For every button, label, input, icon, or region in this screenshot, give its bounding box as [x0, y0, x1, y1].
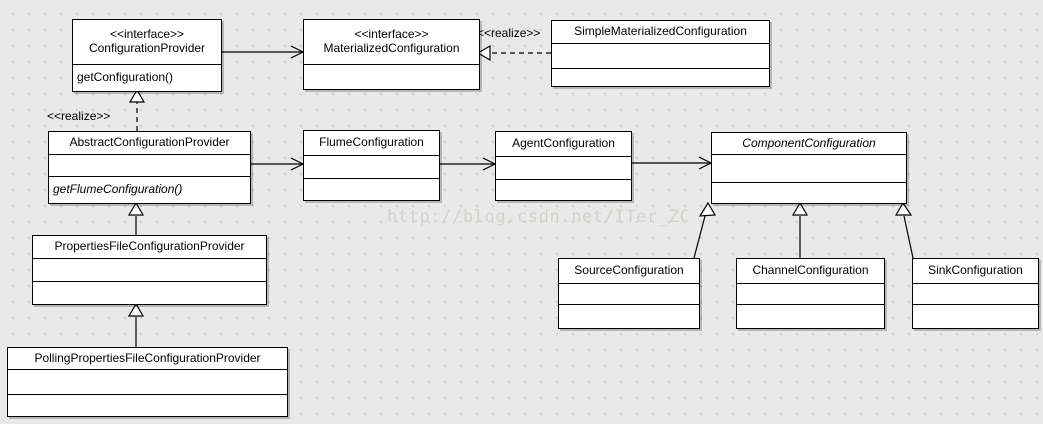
empty-compartment [913, 304, 1038, 328]
class-name: ChannelConfiguration [752, 263, 869, 278]
empty-compartment [496, 179, 631, 200]
class-box-flume-configuration: FlumeConfiguration [303, 130, 440, 201]
class-box-configuration-provider: <<interface>> ConfigurationProvider getC… [72, 19, 222, 92]
empty-compartment [33, 281, 266, 304]
empty-compartment [559, 283, 699, 304]
edge-generalization-sourceconfiguration-componentconfiguration [693, 215, 706, 259]
class-box-component-configuration: ComponentConfiguration [711, 132, 907, 204]
class-name: AgentConfiguration [512, 136, 615, 151]
realize-label-right: <<realize>> [477, 26, 541, 40]
class-name: ComponentConfiguration [742, 135, 876, 150]
hollow-triangle-icon [894, 201, 913, 216]
hollow-triangle-icon [476, 44, 491, 62]
empty-compartment [552, 43, 769, 68]
class-name: MaterializedConfiguration [323, 41, 460, 55]
empty-compartment [304, 155, 439, 178]
class-box-abstract-configuration-provider: AbstractConfigurationProvider getFlumeCo… [48, 131, 251, 204]
empty-compartment [49, 154, 250, 176]
class-box-simple-materialized-configuration: SimpleMaterializedConfiguration [551, 20, 770, 87]
class-name: SourceConfiguration [574, 263, 684, 278]
hollow-triangle-icon [128, 88, 146, 103]
hollow-triangle-icon [127, 302, 145, 317]
watermark-text: http://blog.csdn.net/ITer_ZC [387, 207, 691, 227]
method-label: getConfiguration() [73, 64, 221, 91]
class-header: <<interface>> ConfigurationProvider [73, 20, 221, 64]
class-box-sink-configuration: SinkConfiguration [912, 258, 1039, 329]
hollow-triangle-icon [127, 201, 145, 216]
empty-compartment [559, 304, 699, 328]
hollow-triangle-icon [791, 201, 809, 216]
class-name: ConfigurationProvider [88, 41, 206, 55]
class-name: PollingPropertiesFileConfigurationProvid… [34, 350, 261, 365]
empty-compartment [8, 369, 287, 394]
class-box-materialized-configuration: <<interface>> MaterializedConfiguration [303, 19, 480, 90]
empty-compartment [33, 258, 266, 281]
class-box-channel-configuration: ChannelConfiguration [736, 258, 885, 329]
class-name: SinkConfiguration [928, 263, 1023, 278]
class-name: PropertiesFileConfigurationProvider [54, 239, 245, 254]
empty-compartment [8, 394, 287, 416]
empty-compartment [913, 283, 1038, 304]
method-label: getFlumeConfiguration() [49, 176, 250, 203]
class-name: SimpleMaterializedConfiguration [574, 24, 747, 39]
edge-generalization-sinkconfiguration-componentconfiguration [903, 215, 914, 259]
class-name: FlumeConfiguration [319, 135, 424, 150]
stereotype-label: <<interface>> [109, 27, 185, 42]
class-box-agent-configuration: AgentConfiguration [495, 131, 632, 201]
empty-compartment [737, 304, 884, 328]
class-box-source-configuration: SourceConfiguration [558, 258, 700, 329]
empty-compartment [496, 156, 631, 179]
class-header: <<interface>> MaterializedConfiguration [304, 20, 479, 64]
empty-compartment [304, 178, 439, 200]
class-box-polling-properties-file-configuration-provider: PollingPropertiesFileConfigurationProvid… [7, 347, 288, 417]
class-box-properties-file-configuration-provider: PropertiesFileConfigurationProvider [32, 235, 267, 305]
realize-label-left: <<realize>> [47, 109, 111, 123]
empty-compartment [737, 283, 884, 304]
empty-compartment [304, 64, 479, 89]
stereotype-label: <<interface>> [354, 27, 429, 42]
class-name: AbstractConfigurationProvider [69, 135, 230, 150]
empty-compartment [712, 154, 906, 182]
hollow-triangle-icon [698, 201, 717, 217]
empty-compartment [552, 68, 769, 86]
empty-compartment [712, 182, 906, 203]
